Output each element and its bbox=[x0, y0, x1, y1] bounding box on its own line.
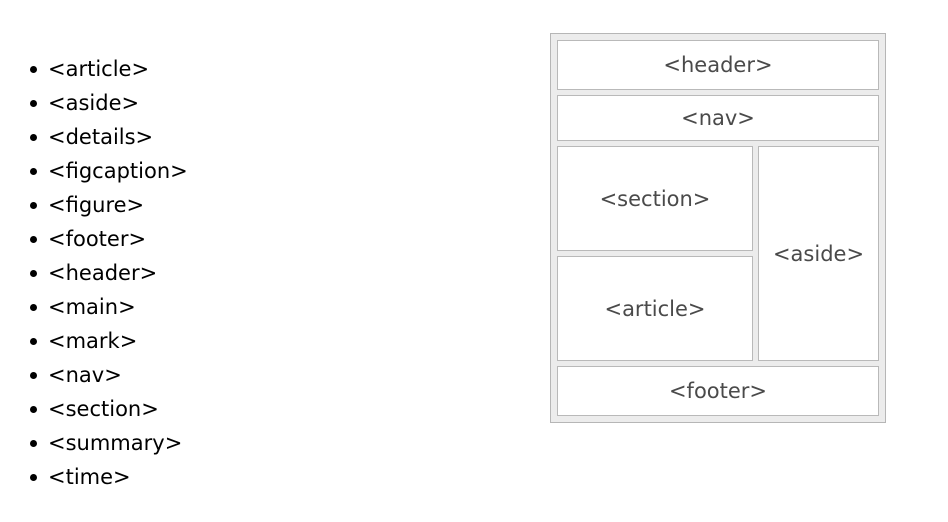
list-item-label: <figure> bbox=[48, 193, 145, 217]
diagram-box-aside: <aside> bbox=[758, 146, 879, 361]
list-item: <details> bbox=[30, 120, 460, 154]
diagram-box-section: <section> bbox=[557, 146, 753, 251]
list-item-label: <summary> bbox=[48, 431, 183, 455]
bullet-icon bbox=[30, 338, 37, 345]
diagram-box-header-label: <header> bbox=[663, 53, 773, 77]
diagram-box-nav: <nav> bbox=[557, 95, 879, 141]
list-item: <aside> bbox=[30, 86, 460, 120]
page-structure-diagram: <header> <nav> <section> <article> <asid… bbox=[550, 33, 886, 423]
list-item: <main> bbox=[30, 290, 460, 324]
diagram-inner: <header> <nav> <section> <article> <asid… bbox=[557, 40, 879, 416]
list-item: <nav> bbox=[30, 358, 460, 392]
bullet-icon bbox=[30, 134, 37, 141]
list-item-label: <time> bbox=[48, 465, 131, 489]
diagram-box-aside-label: <aside> bbox=[772, 241, 865, 266]
list-item: <footer> bbox=[30, 222, 460, 256]
semantic-elements-list: <article> <aside> <details> <figcaption>… bbox=[0, 52, 460, 494]
diagram-box-article: <article> bbox=[557, 256, 753, 361]
diagram-box-footer: <footer> bbox=[557, 366, 879, 416]
list-item: <article> bbox=[30, 52, 460, 86]
list-item-label: <figcaption> bbox=[48, 159, 188, 183]
list-item-label: <section> bbox=[48, 397, 159, 421]
list-item-label: <mark> bbox=[48, 329, 138, 353]
diagram-box-section-label: <section> bbox=[599, 186, 711, 211]
list-item: <time> bbox=[30, 460, 460, 494]
list-item-label: <details> bbox=[48, 125, 154, 149]
diagram-box-header: <header> bbox=[557, 40, 879, 90]
list-item-label: <main> bbox=[48, 295, 136, 319]
bullet-icon bbox=[30, 66, 37, 73]
bullet-icon bbox=[30, 202, 37, 209]
list-item: <section> bbox=[30, 392, 460, 426]
list-item: <summary> bbox=[30, 426, 460, 460]
bullet-icon bbox=[30, 474, 37, 481]
bullet-icon bbox=[30, 440, 37, 447]
diagram-box-article-label: <article> bbox=[604, 296, 706, 321]
diagram-box-nav-label: <nav> bbox=[681, 106, 755, 130]
bullet-icon bbox=[30, 168, 37, 175]
bullet-icon bbox=[30, 270, 37, 277]
list-item: <figcaption> bbox=[30, 154, 460, 188]
list-item: <figure> bbox=[30, 188, 460, 222]
list-item: <header> bbox=[30, 256, 460, 290]
bullet-icon bbox=[30, 372, 37, 379]
list-item-label: <article> bbox=[48, 57, 150, 81]
diagram-main-column: <section> <article> bbox=[557, 146, 753, 361]
list-item-label: <nav> bbox=[48, 363, 122, 387]
list-item-label: <footer> bbox=[48, 227, 147, 251]
diagram-middle-row: <section> <article> <aside> bbox=[557, 146, 879, 361]
bullet-icon bbox=[30, 236, 37, 243]
bullet-icon bbox=[30, 304, 37, 311]
bullet-icon bbox=[30, 100, 37, 107]
list-item-label: <header> bbox=[48, 261, 158, 285]
list-item-label: <aside> bbox=[48, 91, 140, 115]
bullet-icon bbox=[30, 406, 37, 413]
diagram-box-footer-label: <footer> bbox=[668, 379, 768, 403]
list-item: <mark> bbox=[30, 324, 460, 358]
